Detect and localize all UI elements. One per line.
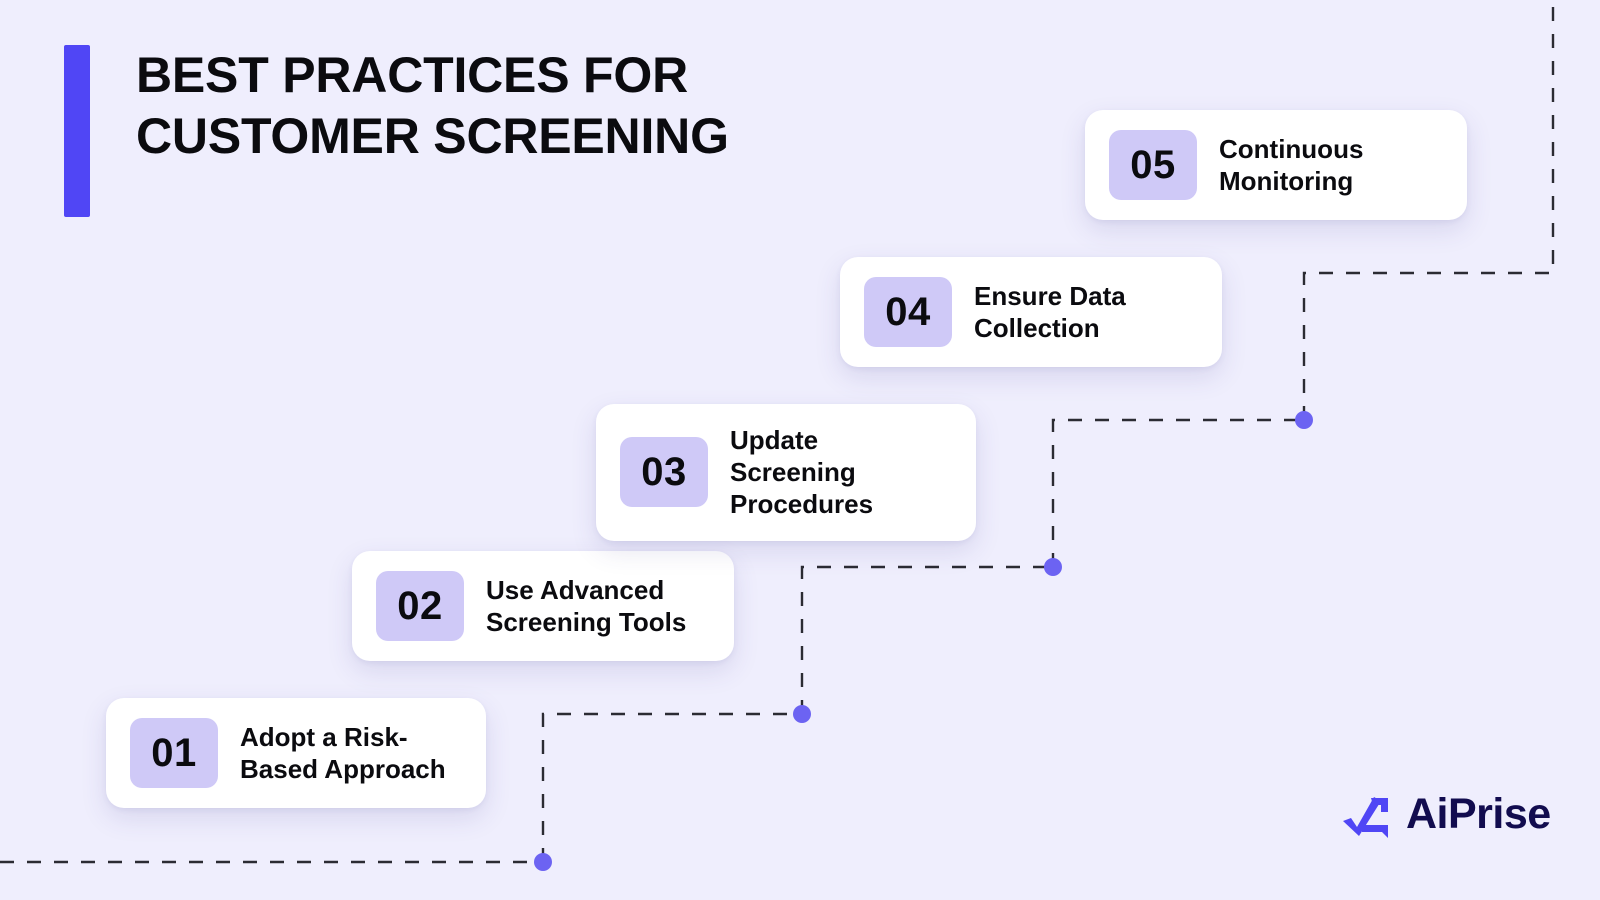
step-number-badge: 03	[620, 437, 708, 508]
step-number-badge: 01	[130, 718, 218, 788]
connector-dot	[1295, 411, 1313, 429]
step-card-04[interactable]: 04 Ensure Data Collection	[840, 257, 1222, 367]
step-label: Adopt a Risk- Based Approach	[240, 721, 446, 784]
accent-bar	[64, 45, 90, 217]
connector-dot	[793, 705, 811, 723]
step-number-badge: 04	[864, 277, 952, 347]
step-number-badge: 02	[376, 571, 464, 641]
brand-name: AiPrise	[1406, 789, 1551, 838]
connector-dot	[534, 853, 552, 871]
connector-segment-1	[541, 712, 802, 862]
title-block: BEST PRACTICES FOR CUSTOMER SCREENING	[64, 45, 729, 217]
step-card-05[interactable]: 05 Continuous Monitoring	[1085, 110, 1467, 220]
step-card-03[interactable]: 03 Update Screening Procedures	[596, 404, 976, 541]
step-label: Continuous Monitoring	[1219, 133, 1364, 196]
step-card-01[interactable]: 01 Adopt a Risk- Based Approach	[106, 698, 486, 808]
connector-dot	[1044, 558, 1062, 576]
step-label: Use Advanced Screening Tools	[486, 574, 687, 637]
step-number-badge: 05	[1109, 130, 1197, 200]
connector-segment-2	[800, 565, 1053, 714]
step-card-02[interactable]: 02 Use Advanced Screening Tools	[352, 551, 734, 661]
page-title: BEST PRACTICES FOR CUSTOMER SCREENING	[136, 47, 729, 164]
aiprise-logo-icon	[1343, 797, 1388, 838]
step-label: Update Screening Procedures	[730, 425, 874, 520]
brand-logo[interactable]: AiPrise	[1340, 788, 1551, 840]
step-label: Ensure Data Collection	[974, 280, 1126, 343]
connector-segment-3	[1051, 418, 1304, 567]
